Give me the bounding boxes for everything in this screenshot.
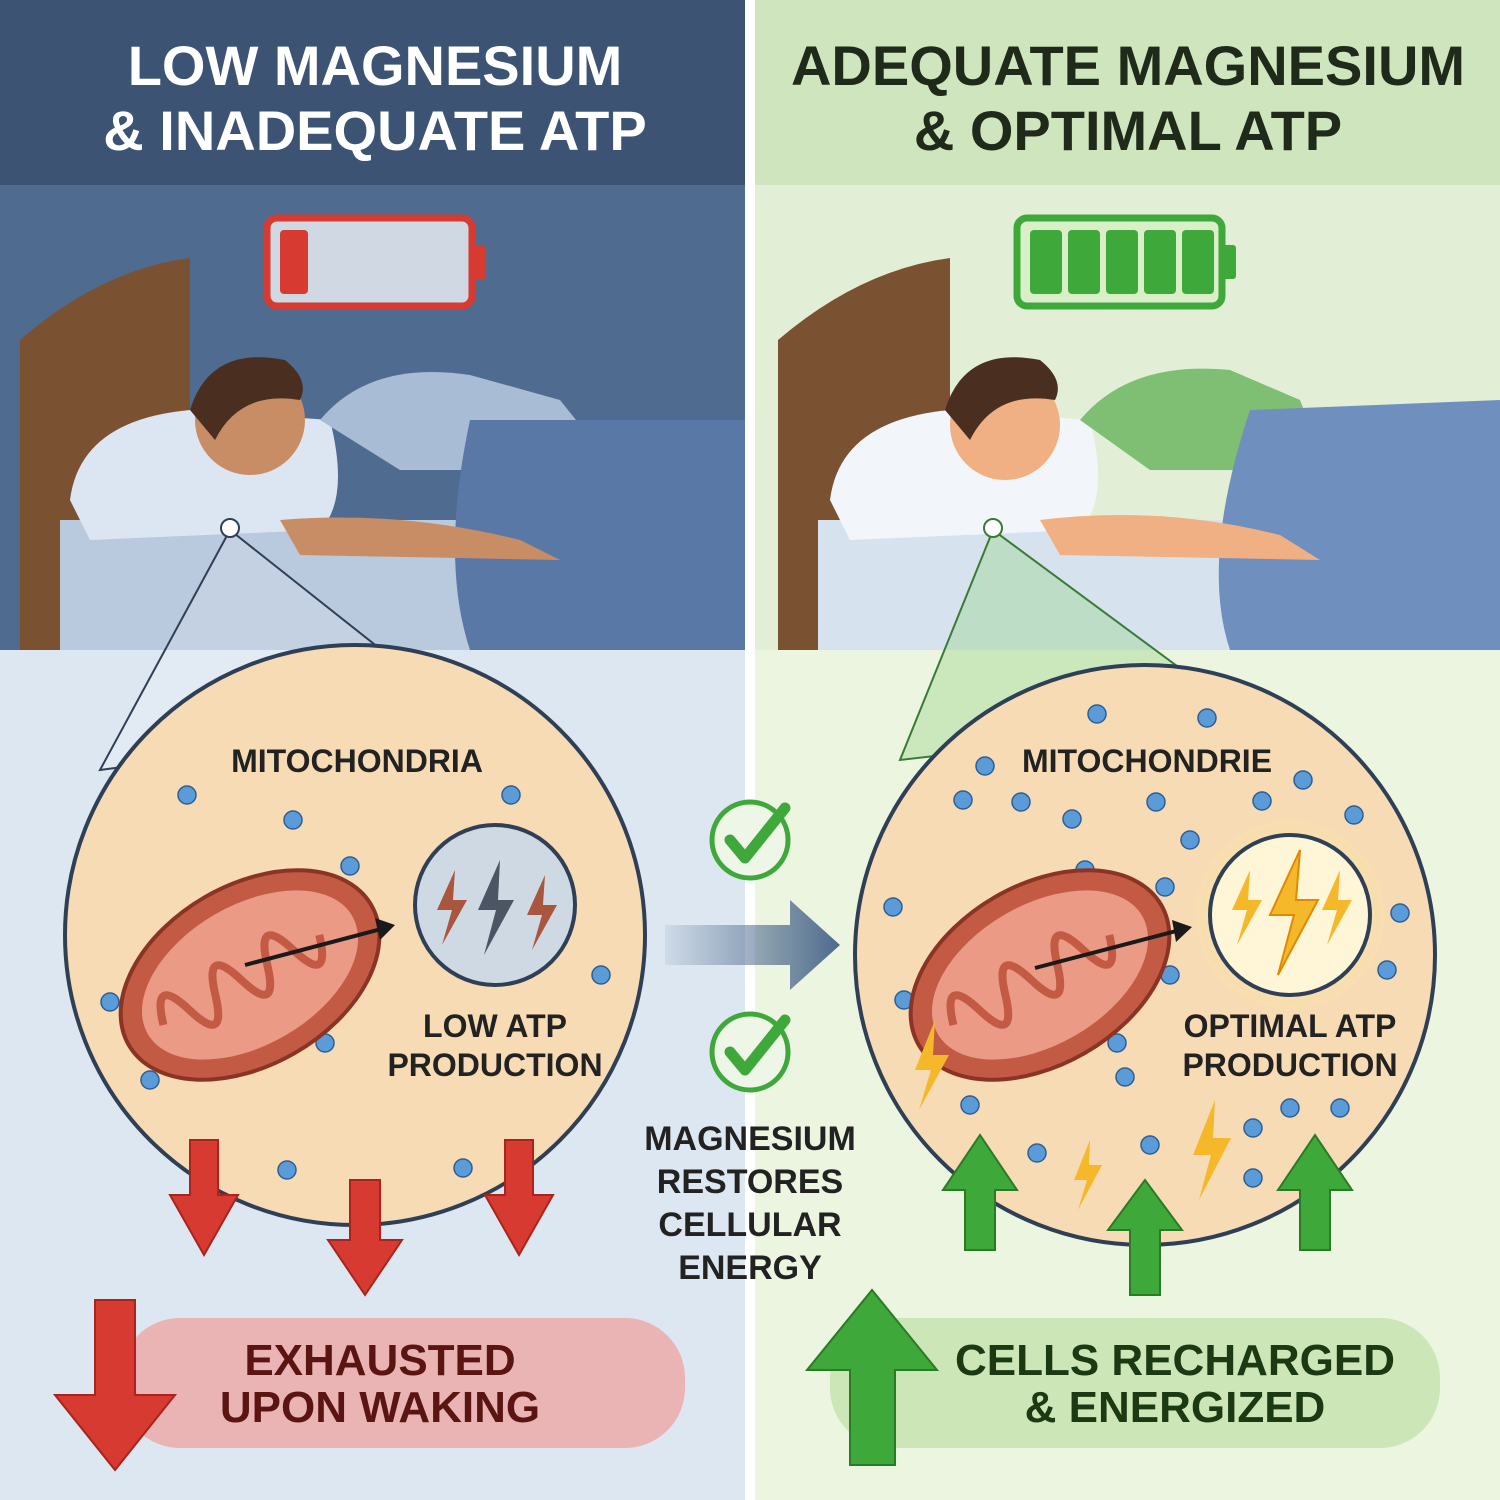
magnesium-dot [1146, 792, 1166, 812]
left-result-line1: EXHAUSTED [244, 1336, 515, 1385]
right-result-banner [830, 1318, 1440, 1448]
check-icon [709, 1011, 791, 1093]
right-cell-circle: MITOCHONDRIE OPTIMAL ATP PRODUCTION [853, 663, 1437, 1247]
right-title-line1: ADEQUATE MAGNESIUM [791, 34, 1465, 97]
right-mitochondrion-icon [908, 868, 1172, 1082]
magnesium-dot [1243, 1168, 1263, 1188]
center-text-line1: MAGNESIUM [644, 1120, 856, 1158]
bolt-icon [1074, 1140, 1102, 1210]
magnesium-dot [1140, 1135, 1160, 1155]
battery-segment [1144, 230, 1176, 294]
center-text-line2: RESTORES [657, 1163, 843, 1201]
left-cell-circle: MITOCHONDRIA LOW ATP PRODUCTION [63, 643, 647, 1227]
big-down-arrow-icon [52, 1299, 178, 1472]
big-up-arrow-icon [804, 1288, 940, 1466]
magnesium-dot [1115, 1067, 1135, 1087]
right-atp-line1: OPTIMAL ATP [1184, 1008, 1397, 1044]
left-mitochondrion-icon [118, 868, 382, 1082]
up-arrow-icon [1106, 1178, 1184, 1296]
down-arrow-icon [168, 1139, 240, 1258]
magnesium-dot [1390, 903, 1410, 923]
magnesium-dot [1330, 1098, 1350, 1118]
down-arrow-icon [326, 1179, 404, 1297]
magnesium-dot [1027, 1143, 1047, 1163]
center-text-line3: CELLULAR [658, 1206, 841, 1244]
full-battery-icon [1013, 214, 1236, 310]
right-result-line2: & ENERGIZED [1025, 1383, 1326, 1432]
right-callout-point [983, 518, 1003, 538]
right-atp-line2: PRODUCTION [1182, 1047, 1397, 1083]
left-atp-line2: PRODUCTION [387, 1047, 602, 1083]
left-sleeping-person-illustration [20, 258, 745, 650]
left-arrow [244, 926, 386, 967]
magnesium-dot [960, 1095, 980, 1115]
right-header-bg [755, 0, 1500, 185]
center-text-line4: ENERGY [678, 1249, 822, 1287]
check-icon [709, 799, 791, 881]
right-arrow [1034, 928, 1181, 970]
left-result-banner [120, 1318, 685, 1448]
magnesium-dot [591, 965, 611, 985]
left-atp-line1: LOW ATP [423, 1008, 567, 1044]
magnesium-dot [1011, 792, 1031, 812]
right-sleeping-person-illustration [778, 258, 1500, 650]
magnesium-dot [1197, 708, 1217, 728]
up-arrows [941, 1133, 1354, 1296]
bolt-icon [915, 1020, 949, 1110]
magnesium-dot [100, 992, 120, 1012]
low-battery-icon [263, 214, 486, 310]
magnesium-dot [453, 1158, 473, 1178]
left-callout-point [220, 518, 240, 538]
magnesium-dot [1252, 791, 1272, 811]
magnesium-dot [1062, 809, 1082, 829]
battery-segment [1068, 230, 1100, 294]
magnesium-dot [277, 1160, 297, 1180]
magnesium-dot [1180, 830, 1200, 850]
battery-segment [1182, 230, 1214, 294]
magnesium-dot [883, 897, 903, 917]
magnesium-dot [140, 1070, 160, 1090]
magnesium-dot [1107, 1033, 1127, 1053]
bolt-icon [1193, 1100, 1231, 1200]
magnesium-dot [501, 785, 521, 805]
right-cell-label: MITOCHONDRIE [1022, 743, 1272, 779]
magnesium-dot [283, 810, 303, 830]
magnesium-dot [1155, 877, 1175, 897]
left-header-bg [0, 0, 745, 185]
left-title-line1: LOW MAGNESIUM [128, 34, 623, 97]
magnesium-dot [975, 756, 995, 776]
magnesium-dot [340, 856, 360, 876]
down-arrow-icon [483, 1139, 555, 1258]
left-cell-label: MITOCHONDRIA [231, 743, 483, 779]
magnesium-dot [1280, 1098, 1300, 1118]
right-title-line2: & OPTIMAL ATP [914, 99, 1342, 162]
magnesium-dot [1377, 960, 1397, 980]
magnesium-dot [1293, 770, 1313, 790]
magnesium-dot [177, 785, 197, 805]
left-title-line2: & INADEQUATE ATP [103, 99, 646, 162]
magnesium-dot [1087, 704, 1107, 724]
magnesium-dot [1243, 1118, 1263, 1138]
battery-segment [1030, 230, 1062, 294]
divider [745, 0, 755, 1500]
left-result-line2: UPON WAKING [220, 1383, 540, 1432]
magnesium-dot [1344, 805, 1364, 825]
transition-arrow-icon [665, 900, 840, 990]
down-arrows [168, 1139, 555, 1297]
up-arrow-icon [941, 1133, 1019, 1251]
magnesium-dot [953, 790, 973, 810]
up-arrow-icon [1276, 1133, 1354, 1251]
right-result-line1: CELLS RECHARGED [955, 1336, 1395, 1385]
battery-segment [1106, 230, 1138, 294]
